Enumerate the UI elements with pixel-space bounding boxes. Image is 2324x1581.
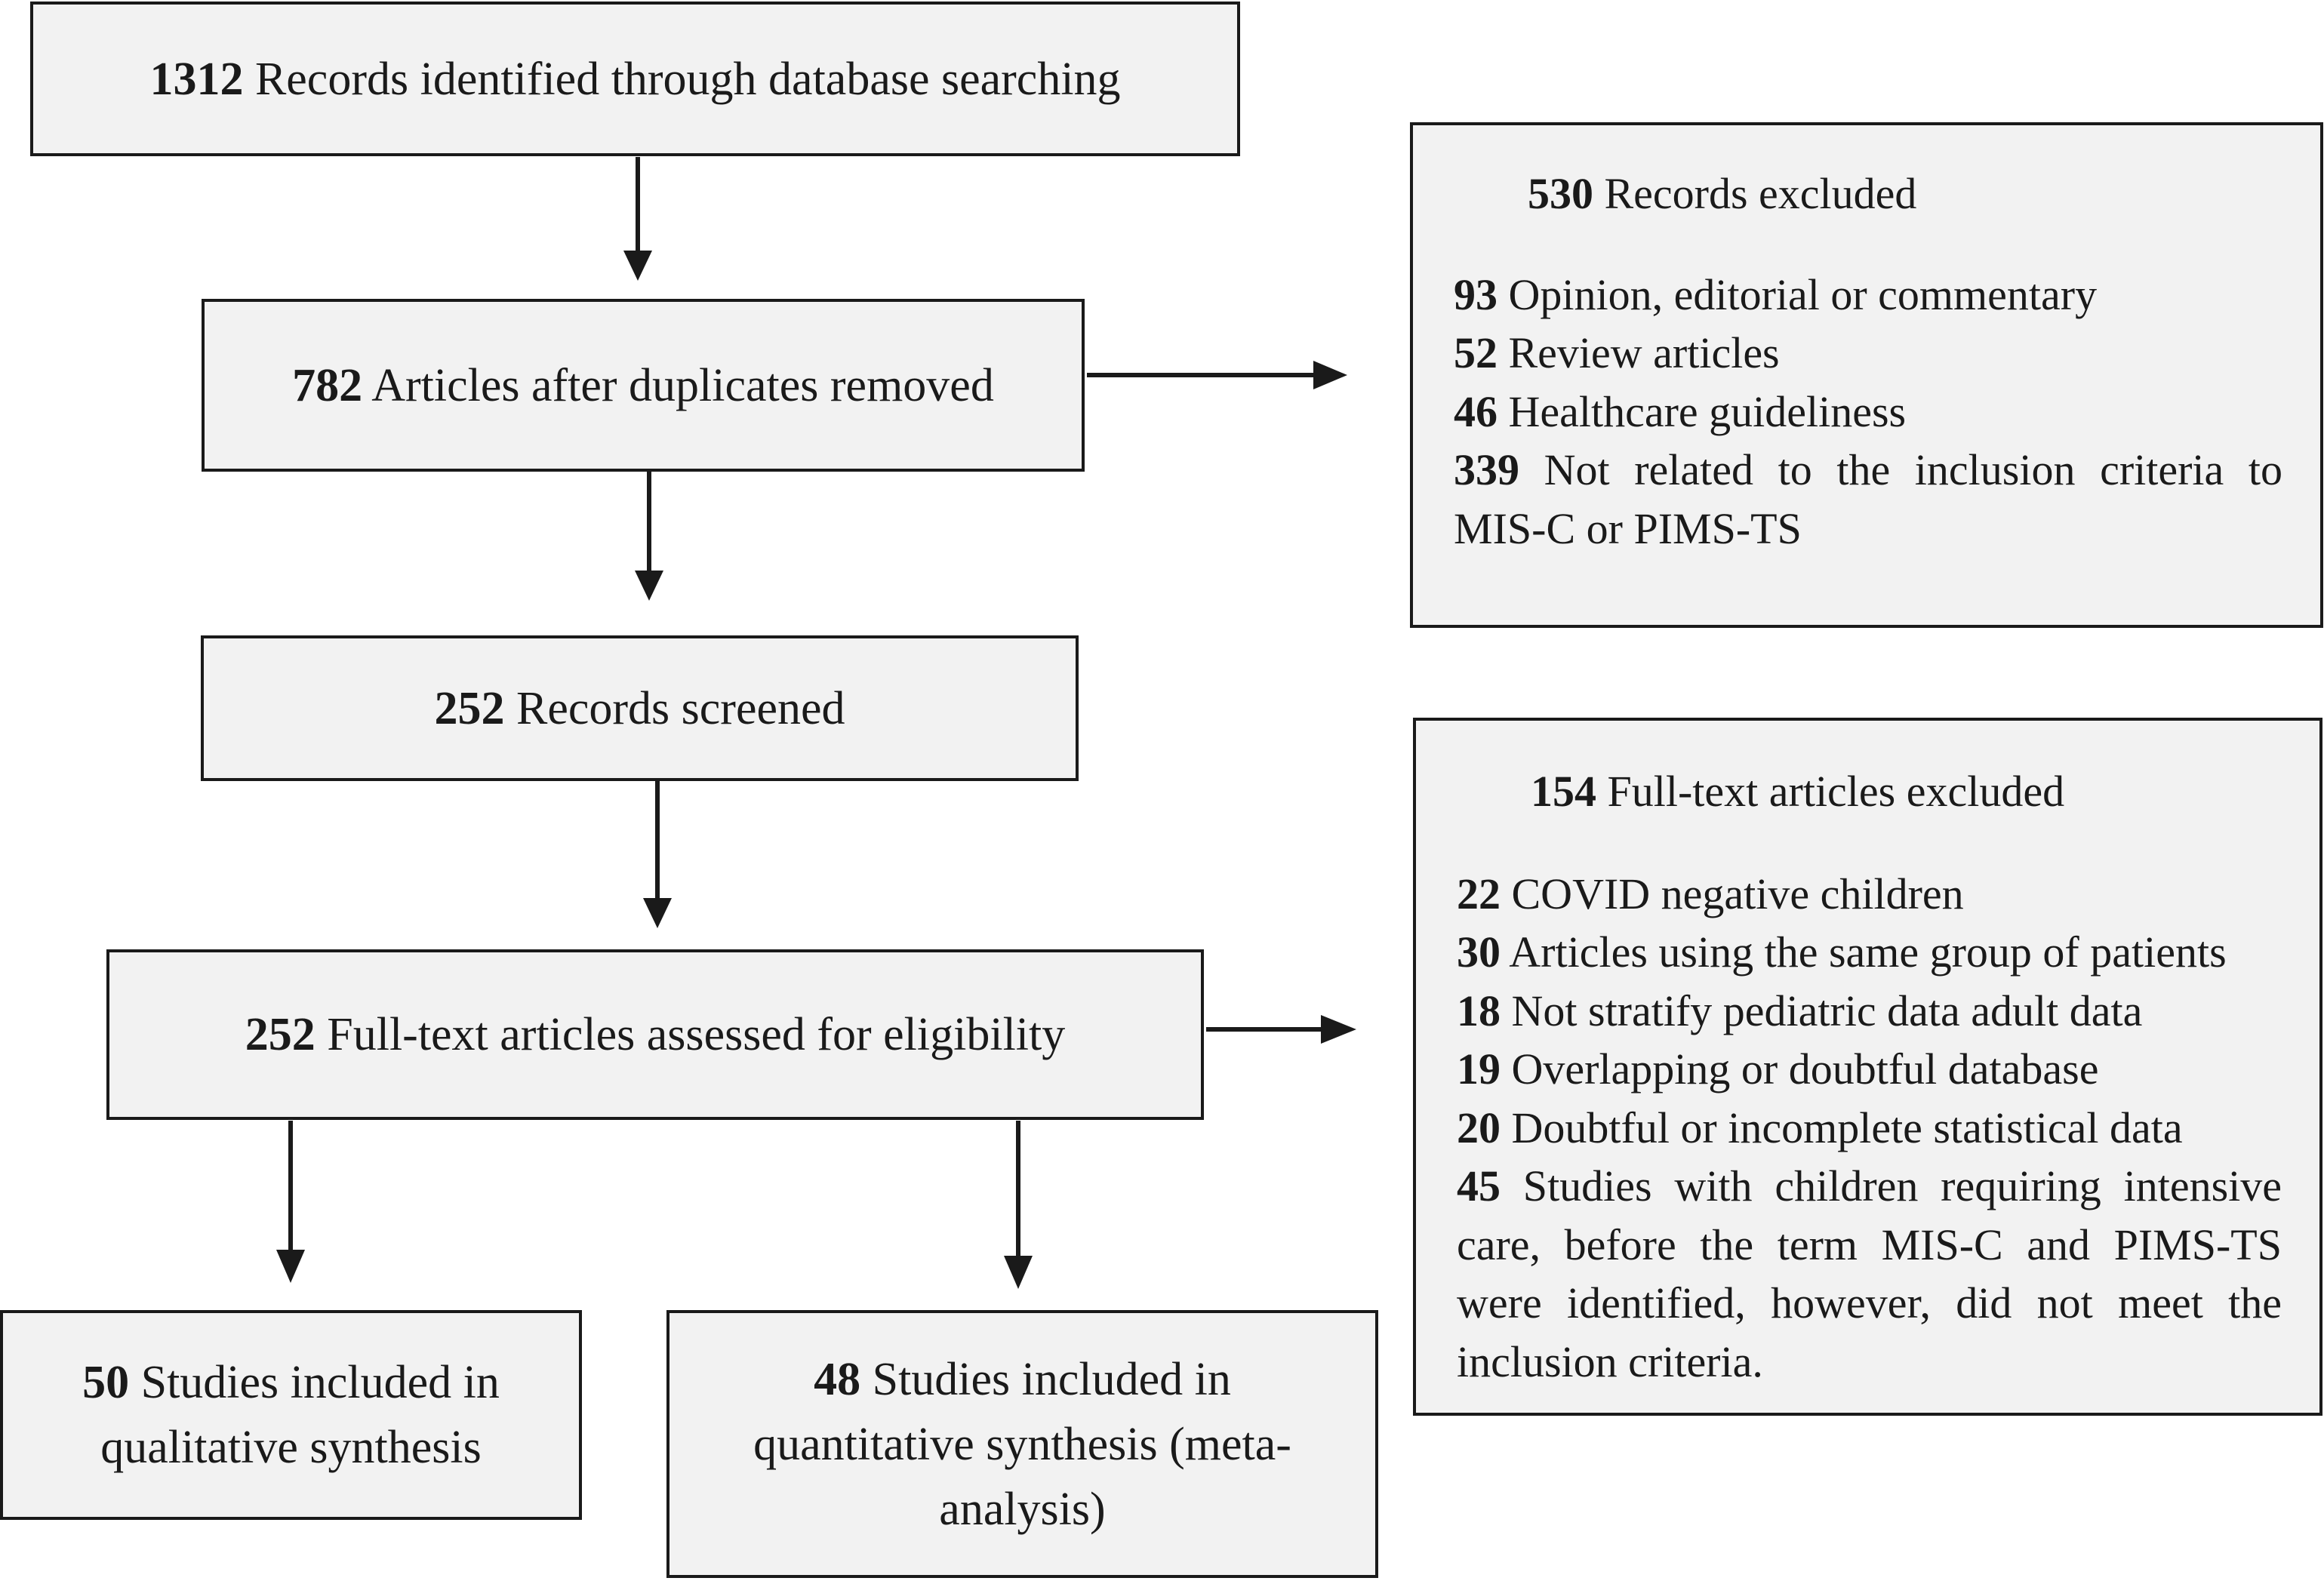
item-text: Doubtful or incomplete statistical data — [1501, 1103, 2183, 1152]
arrowhead-records-excluded — [1313, 361, 1347, 389]
fulltext-excluded-title: 154 Full-text articles excluded — [1457, 762, 2282, 821]
fulltext-excluded-item: 22 COVID negative children — [1457, 865, 2282, 924]
item-text: Articles using the same group of patient… — [1501, 927, 2227, 977]
fulltext-excluded-count: 154 — [1531, 767, 1596, 816]
screened-count: 252 — [434, 682, 505, 734]
item-count: 20 — [1457, 1103, 1501, 1152]
arrowhead-screened — [635, 571, 663, 601]
arrowhead-quantitative — [1004, 1256, 1033, 1289]
item-count: 22 — [1457, 869, 1501, 918]
assessed-label: Full-text articles assessed for eligibil… — [315, 1009, 1066, 1060]
qualitative-count: 50 — [82, 1357, 130, 1408]
screened-label: Records screened — [504, 682, 845, 734]
item-count: 52 — [1454, 328, 1498, 377]
assessed-count: 252 — [245, 1009, 316, 1060]
item-text: Opinion, editorial or commentary — [1498, 269, 2098, 319]
quantitative-label-line2: quantitative synthesis (meta- — [753, 1418, 1291, 1470]
item-text: Review articles — [1498, 328, 1780, 377]
qualitative-label-line2: qualitative synthesis — [100, 1422, 482, 1473]
arrowhead-fulltext-excluded — [1321, 1015, 1356, 1044]
item-count: 339 — [1454, 445, 1519, 494]
item-text: Not related to the inclusion criteria to… — [1454, 445, 2282, 553]
item-text: Healthcare guideliness — [1498, 386, 1907, 436]
records-excluded-item: 339 Not related to the inclusion criteri… — [1454, 441, 2282, 558]
records-excluded-box: 530 Records excluded 93 Opinion, editori… — [1410, 122, 2323, 628]
quantitative-count: 48 — [814, 1353, 861, 1405]
assessed-box: 252 Full-text articles assessed for elig… — [106, 949, 1204, 1120]
item-text: Overlapping or doubtful database — [1501, 1044, 2099, 1093]
identified-label: Records identified through database sear… — [243, 53, 1121, 105]
item-count: 93 — [1454, 269, 1498, 319]
item-count: 18 — [1457, 986, 1501, 1035]
deduplicated-box: 782 Articles after duplicates removed — [202, 299, 1085, 472]
records-excluded-item: 46 Healthcare guideliness — [1454, 383, 2282, 441]
records-excluded-title: 530 Records excluded — [1454, 165, 2282, 223]
fulltext-excluded-item: 18 Not stratify pediatric data adult dat… — [1457, 982, 2282, 1041]
deduplicated-count: 782 — [292, 359, 363, 411]
item-count: 46 — [1454, 386, 1498, 436]
fulltext-excluded-item: 20 Doubtful or incomplete statistical da… — [1457, 1099, 2282, 1158]
item-count: 19 — [1457, 1044, 1501, 1093]
arrowhead-assessed — [643, 898, 672, 928]
item-text: COVID negative children — [1501, 869, 1964, 918]
identified-count: 1312 — [149, 53, 244, 105]
quantitative-box: 48 Studies included in quantitative synt… — [666, 1310, 1378, 1578]
arrowhead-deduplicated — [623, 251, 652, 281]
item-count: 30 — [1457, 927, 1501, 977]
quantitative-label-line1: Studies included in — [860, 1353, 1231, 1405]
fulltext-excluded-item: 30 Articles using the same group of pati… — [1457, 923, 2282, 982]
records-excluded-count: 530 — [1528, 169, 1593, 218]
qualitative-label-line1: Studies included in — [129, 1357, 500, 1408]
quantitative-label-line3: analysis) — [939, 1483, 1106, 1535]
screened-box: 252 Records screened — [201, 635, 1079, 781]
fulltext-excluded-item: 45 Studies with children requiring inten… — [1457, 1157, 2282, 1391]
fulltext-excluded-label: Full-text articles excluded — [1596, 767, 2065, 816]
records-excluded-label: Records excluded — [1593, 169, 1917, 218]
arrowhead-qualitative — [276, 1250, 305, 1283]
item-text: Not stratify pediatric data adult data — [1501, 986, 2143, 1035]
identified-box: 1312 Records identified through database… — [30, 2, 1240, 156]
item-text: Studies with children requiring intensiv… — [1457, 1161, 2282, 1386]
deduplicated-label: Articles after duplicates removed — [362, 359, 994, 411]
records-excluded-item: 52 Review articles — [1454, 324, 2282, 383]
records-excluded-item: 93 Opinion, editorial or commentary — [1454, 266, 2282, 325]
qualitative-box: 50 Studies included in qualitative synth… — [0, 1310, 582, 1520]
fulltext-excluded-item: 19 Overlapping or doubtful database — [1457, 1040, 2282, 1099]
fulltext-excluded-box: 154 Full-text articles excluded 22 COVID… — [1413, 718, 2322, 1416]
item-count: 45 — [1457, 1161, 1501, 1210]
